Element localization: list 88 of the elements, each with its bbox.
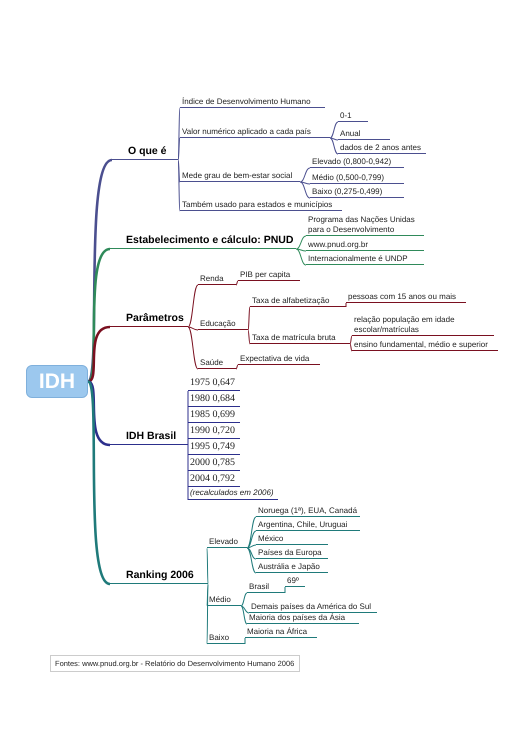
branch-line	[350, 336, 352, 344]
subtopic: 1985 0,699	[188, 409, 240, 423]
branch-line	[300, 168, 310, 182]
branch-line	[246, 544, 256, 548]
branch-line	[178, 160, 180, 212]
subtopic: Maioria na África	[245, 626, 317, 638]
branch-line	[206, 584, 208, 606]
subtopic: Também usado para estados e municípios	[180, 200, 342, 211]
subtopic: 1980 0,684	[188, 393, 240, 407]
branch-topic: Parâmetros	[110, 312, 188, 327]
subtopic: Médio	[207, 594, 241, 606]
branch-line	[240, 592, 248, 606]
subtopic: Elevado (0,800-0,942)	[310, 156, 404, 168]
subtopic: 69º	[285, 576, 305, 587]
subtopic: 1990 0,720	[188, 425, 240, 439]
subtopic: Baixo	[207, 632, 245, 644]
branch-line	[296, 248, 306, 252]
branch-line	[178, 138, 180, 160]
branch-line	[300, 182, 310, 184]
branch-line	[86, 380, 111, 586]
branch-line	[88, 326, 110, 383]
subtopic: PIB per capita	[238, 270, 300, 281]
subtopic: Argentina, Chile, Uruguai	[256, 520, 360, 531]
subtopic: Países da Europa	[256, 548, 328, 559]
branch-line	[284, 586, 286, 594]
subtopic: México	[256, 534, 328, 545]
subtopic: Expectativa de vida	[238, 354, 320, 365]
subtopic: pessoas com 15 anos ou mais	[346, 292, 466, 303]
branch-line	[330, 138, 338, 154]
branch-line	[296, 236, 306, 250]
branch-line	[296, 248, 306, 266]
subtopic: 1995 0,749	[188, 441, 240, 455]
branch-line	[240, 606, 250, 614]
branch-line	[236, 364, 238, 370]
subtopic: Demais países da América do Sul	[249, 602, 377, 613]
subtopic: Baixo (0,275-0,499)	[310, 186, 404, 198]
subtopic: Mede grau de bem-estar social	[180, 170, 300, 182]
branch-line	[248, 330, 250, 344]
subtopic: ensino fundamental, médio e superior	[352, 340, 498, 351]
subtopic: 2004 0,792	[188, 473, 240, 487]
branch-line	[330, 122, 338, 138]
branch-topic: IDH Brasil	[110, 430, 188, 445]
subtopic: Taxa de matrícula bruta	[250, 332, 350, 344]
subtopic: Noruega (1ª), EUA, Canadá	[256, 506, 360, 517]
branch-line	[248, 306, 250, 330]
branch-line	[240, 606, 248, 624]
subtopic: 0-1	[338, 110, 368, 122]
branch-line	[246, 530, 256, 548]
subtopic: Austrália e Japão	[256, 562, 328, 573]
branch-line	[188, 326, 198, 330]
branch-line	[330, 138, 338, 140]
subtopic: dados de 2 anos antes	[338, 142, 426, 154]
subtopic: Renda	[198, 274, 236, 285]
subtopic: 2000 0,785	[188, 457, 240, 471]
subtopic: www.pnud.org.br	[306, 240, 424, 251]
branch-line	[246, 516, 256, 548]
branch-topic: Ranking 2006	[110, 569, 208, 584]
branch-line	[206, 584, 208, 644]
branch-line	[188, 284, 198, 328]
subtopic: Brasil	[247, 582, 285, 593]
branch-line	[236, 280, 238, 286]
branch-line	[87, 248, 111, 382]
subtopic: Taxa de alfabetização	[250, 296, 346, 307]
subtopic: Maioria dos países da Ásia	[247, 612, 359, 624]
branch-topic: Estabelecimento e cálculo: PNUD	[110, 234, 296, 249]
branch-line	[244, 638, 246, 644]
subtopic: Índice de Desenvolvimento Humano	[180, 96, 325, 108]
subtopic: (recalculados em 2006)	[188, 488, 278, 500]
branch-line	[246, 548, 256, 560]
subtopic: Educação	[198, 318, 248, 330]
branch-line	[300, 182, 310, 198]
branch-line	[246, 548, 256, 574]
subtopic: 1975 0,647	[188, 377, 240, 391]
subtopic: Elevado	[207, 536, 247, 548]
branch-line	[188, 326, 198, 370]
subtopic: Saúde	[198, 358, 236, 369]
subtopic: Valor numérico aplicado a cada país	[180, 126, 330, 138]
subtopic: Internacionalmente é UNDP	[306, 254, 424, 265]
branch-line	[87, 380, 110, 446]
branch-line	[178, 160, 180, 182]
subtopic: Programa das Nações Unidas para o Desenvolvimento	[306, 215, 424, 236]
subtopic: Anual	[338, 128, 390, 140]
root-topic-box: IDH	[26, 365, 88, 398]
branch-topic: O que é	[112, 145, 178, 160]
branch-line	[350, 344, 352, 352]
subtopic: Médio (0,500-0,799)	[310, 172, 404, 184]
subtopic: relação população em idade escolar/matrículas	[352, 315, 494, 336]
branch-line	[206, 548, 208, 584]
